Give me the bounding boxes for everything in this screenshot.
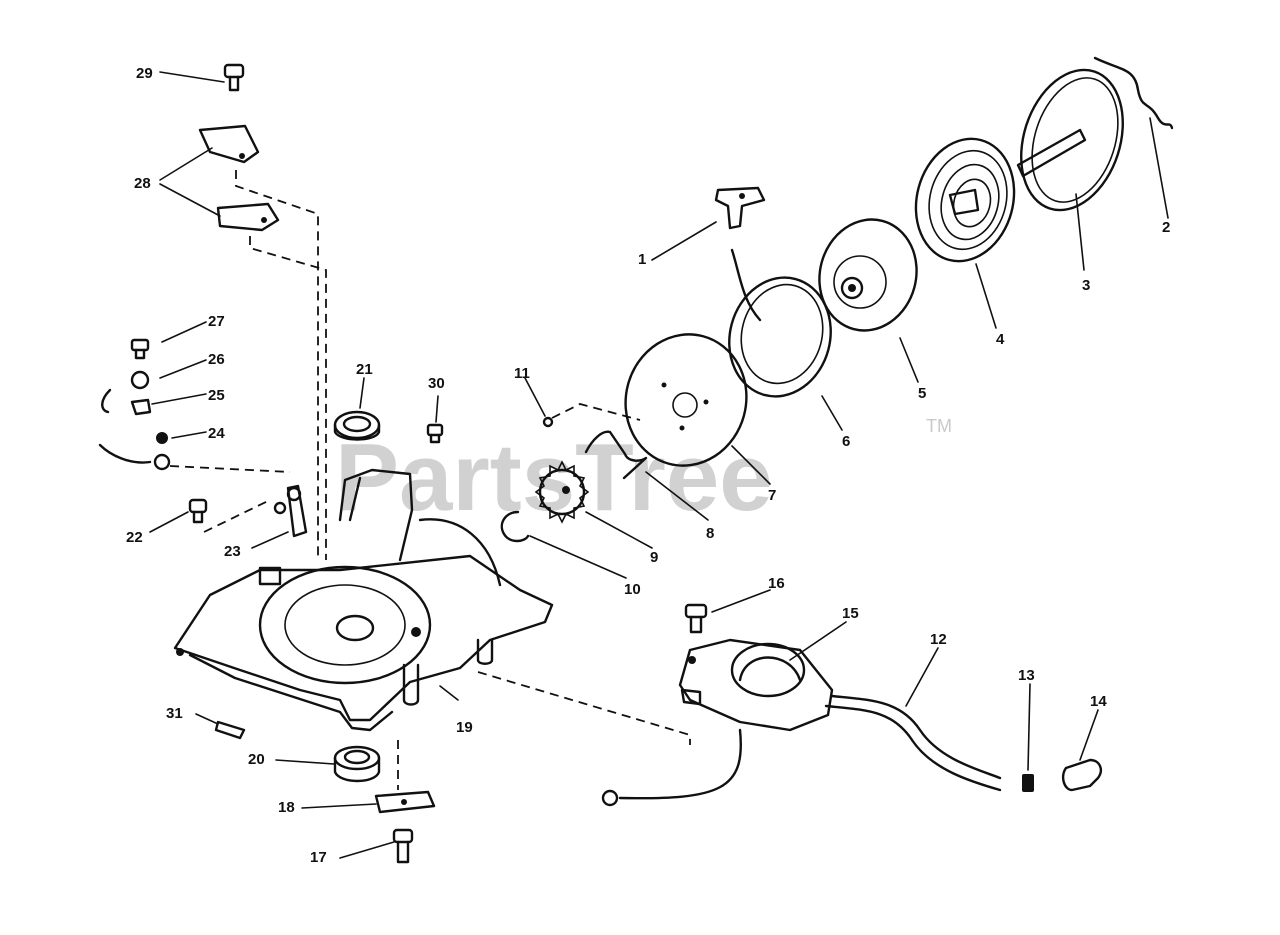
part-ignition-lead <box>601 694 1002 807</box>
callout-23: 23 <box>224 543 241 560</box>
callout-29: 29 <box>136 65 153 82</box>
part-gear <box>534 460 590 524</box>
part-ratchet-plate <box>818 218 918 332</box>
callout-1: 1 <box>638 251 646 268</box>
part-bolt-29 <box>223 63 245 92</box>
part-bearing-20 <box>333 745 381 783</box>
part-screw-16 <box>684 603 708 634</box>
callout-15: 15 <box>842 605 859 622</box>
callout-5: 5 <box>918 385 926 402</box>
callout-9: 9 <box>650 549 658 566</box>
callout-13: 13 <box>1018 667 1035 684</box>
callout-2: 2 <box>1162 219 1170 236</box>
callout-30: 30 <box>428 375 445 392</box>
callout-26: 26 <box>208 351 225 368</box>
watermark-trademark: TM <box>926 416 952 436</box>
part-seal-21 <box>333 410 381 441</box>
part-bolt-30 <box>426 423 444 444</box>
callout-8: 8 <box>706 525 714 542</box>
callout-22: 22 <box>126 529 143 546</box>
callout-10: 10 <box>624 581 641 598</box>
leader-lines <box>149 71 1169 859</box>
callout-19: 19 <box>456 719 473 736</box>
part-plate-18 <box>374 790 436 814</box>
part-wire-spring <box>584 430 648 480</box>
callout-25: 25 <box>208 387 225 404</box>
callout-6: 6 <box>842 433 850 450</box>
part-ignition-module <box>678 638 834 732</box>
part-terminal-13 <box>1022 774 1034 792</box>
callout-31: 31 <box>166 705 183 722</box>
part-brackets-28 <box>198 124 280 232</box>
part-recoil-spring <box>914 137 1016 263</box>
callout-17: 17 <box>310 849 327 866</box>
callout-labels: 1 2 3 4 5 6 7 8 9 10 11 12 13 14 15 16 1… <box>126 65 1170 866</box>
callout-21: 21 <box>356 361 373 378</box>
callout-12: 12 <box>930 631 947 648</box>
callout-28: 28 <box>134 175 151 192</box>
callout-20: 20 <box>248 751 265 768</box>
alignment-lines <box>169 170 691 790</box>
callout-3: 3 <box>1082 277 1090 294</box>
callout-4: 4 <box>996 331 1005 348</box>
watermark-text: PartsTree <box>335 424 773 531</box>
part-pin-31 <box>214 720 246 740</box>
part-snap-ring <box>500 510 530 543</box>
part-rope <box>1093 56 1174 130</box>
callout-7: 7 <box>768 487 776 504</box>
callout-27: 27 <box>208 313 225 330</box>
part-spring-coil <box>728 248 832 398</box>
callout-24: 24 <box>208 425 225 442</box>
part-housing <box>173 468 554 732</box>
part-handle <box>714 186 766 230</box>
part-pulley <box>1016 68 1124 212</box>
part-lead-23 <box>273 484 308 538</box>
part-bolt-22 <box>188 498 208 524</box>
callout-16: 16 <box>768 575 785 592</box>
part-bolt-17 <box>392 828 414 864</box>
part-wire-assembly <box>98 338 171 471</box>
part-cover-plate <box>624 333 748 467</box>
callout-11: 11 <box>514 365 530 382</box>
callout-18: 18 <box>278 799 295 816</box>
part-screw-11 <box>542 403 641 428</box>
part-boot-14 <box>1061 758 1102 792</box>
callout-14: 14 <box>1090 693 1107 710</box>
